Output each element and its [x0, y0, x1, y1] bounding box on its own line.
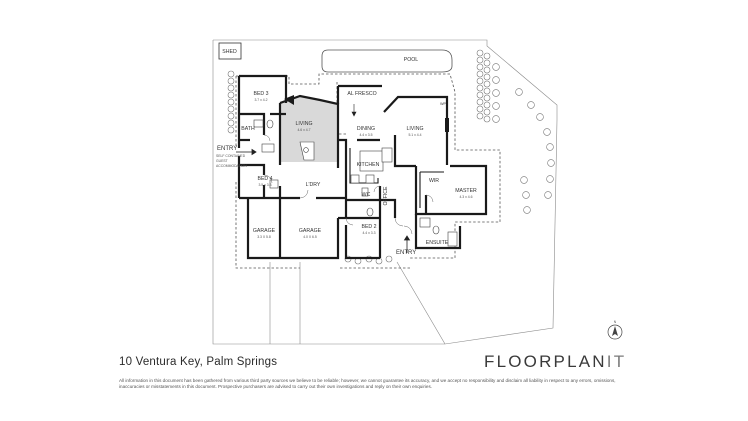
dining-label: DINING — [357, 126, 375, 132]
alfresco-label: AL FRESCO — [347, 91, 376, 97]
wc-label: WC — [362, 192, 371, 198]
entry-left-label: ENTRY — [217, 146, 237, 152]
living1-dims: 4.6 x 4.7 — [297, 128, 310, 132]
wp-label: WP — [440, 102, 446, 106]
master-label: MASTER — [455, 188, 477, 194]
living2-label: LIVING — [406, 126, 423, 132]
bath-label: BATH — [241, 126, 255, 132]
master-dims: 4.3 x 4.6 — [459, 195, 472, 199]
entry-arrow-bottom-icon — [403, 235, 411, 253]
garage1-dims: 3.3 X 5.8 — [257, 235, 271, 239]
door-swings — [263, 134, 434, 235]
brand-logo: FLOORPLANIT — [484, 352, 626, 372]
pool-label: POOL — [404, 57, 419, 63]
wir-label: WIR — [429, 178, 439, 184]
kitchen-label: KITCHEN — [357, 162, 380, 168]
pool — [321, 49, 453, 73]
compass-icon: N — [607, 320, 623, 340]
garage2-label: GARAGE — [299, 228, 322, 234]
guest-label-line2: GUEST — [216, 159, 228, 163]
garage2-dims: 4.0 X 6.5 — [303, 235, 317, 239]
wall-column — [445, 118, 449, 132]
main-house-walls — [336, 84, 488, 260]
eave-outline — [236, 73, 501, 259]
property-address: 10 Ventura Key, Palm Springs — [119, 356, 278, 368]
ldry-label: L'DRY — [306, 182, 321, 188]
site-boundary — [212, 39, 558, 345]
garden-trees — [227, 49, 555, 265]
bed3-dims: 3.7 x 4.2 — [254, 98, 267, 102]
bed4-label: BED 4 — [258, 176, 273, 182]
column-guest — [284, 95, 294, 105]
garage1-label: GARAGE — [253, 228, 276, 234]
shed-label: SHED — [222, 49, 237, 55]
brand-suffix: IT — [606, 352, 627, 371]
ensuite-label: ENSUITE — [426, 240, 449, 246]
garage-walls — [246, 196, 346, 260]
bed4-dims: 3.5 x 3.3 — [258, 183, 271, 187]
kitchen-island — [359, 150, 384, 172]
bed2-dims: 4.4 x 3.3 — [362, 231, 375, 235]
disclaimer-text: All information in this document has bee… — [119, 378, 616, 390]
living2-dims: 5.1 x 4.4 — [408, 133, 421, 137]
dining-dims: 4.4 x 3.5 — [359, 133, 372, 137]
entry-bottom-label: ENTRY — [396, 250, 416, 256]
shed — [218, 42, 242, 60]
guest-label-line3: ACCOMMODATION — [216, 164, 247, 168]
living1-label: LIVING — [295, 121, 312, 127]
brand-main: FLOORPLAN — [484, 352, 607, 371]
office-label: OFFICE — [383, 186, 389, 206]
bed3-label: BED 3 — [254, 91, 269, 97]
guest-label-line1: SELF CONTAINED — [216, 154, 246, 158]
bed2-label: BED 2 — [362, 224, 377, 230]
living-room-1-floor — [280, 96, 338, 162]
entry-arrow-left-icon — [236, 148, 257, 156]
alfresco-arrow-icon — [351, 104, 357, 117]
compass-north-label: N — [614, 320, 617, 324]
